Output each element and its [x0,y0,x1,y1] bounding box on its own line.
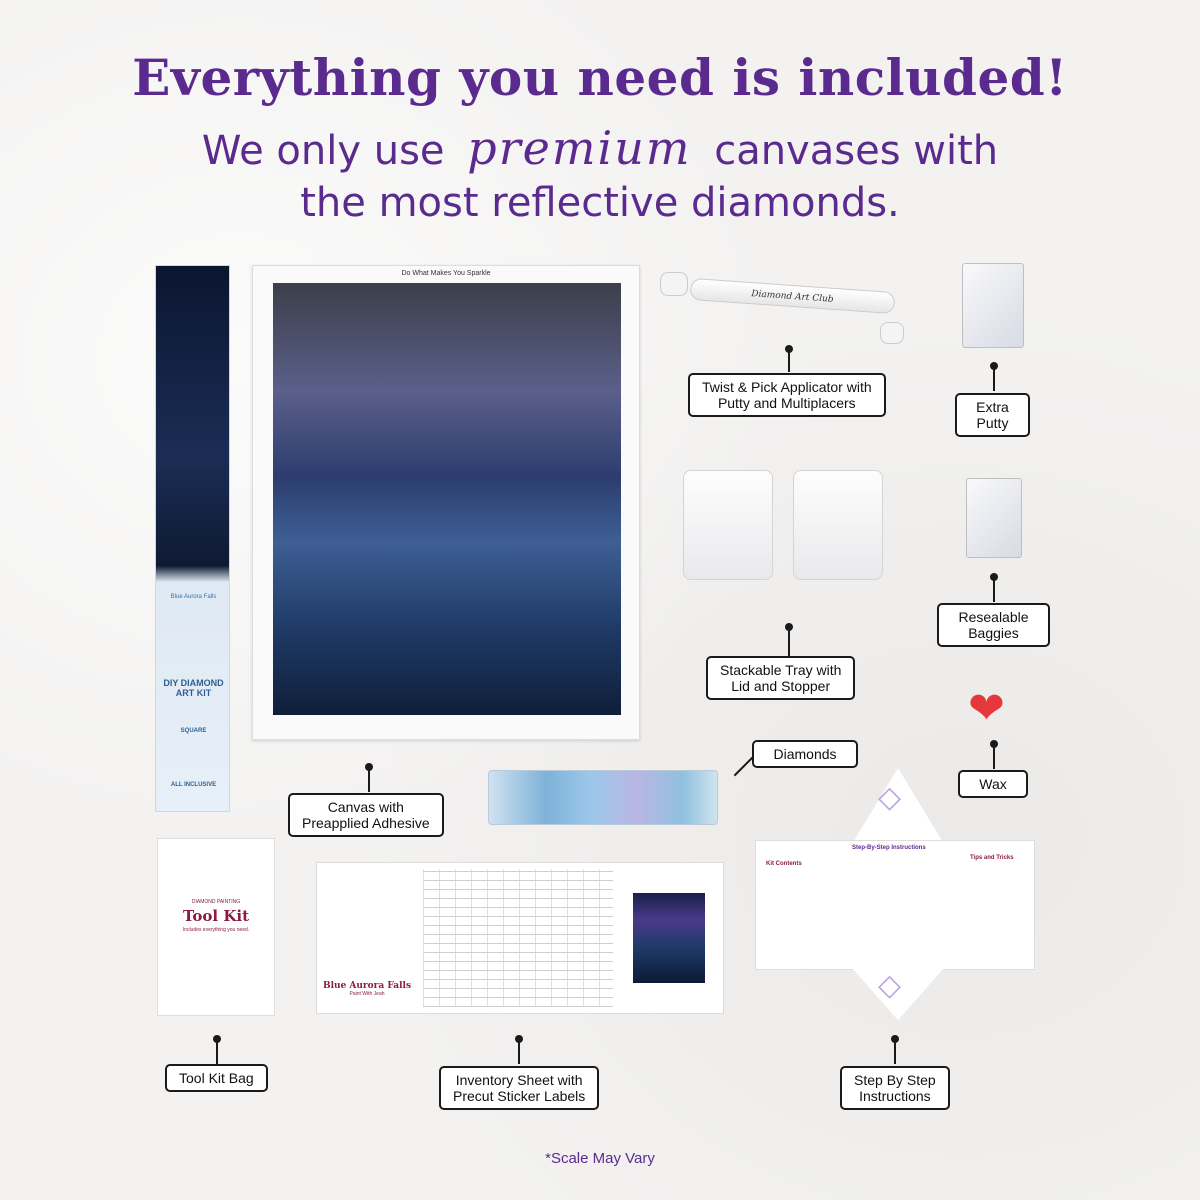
label-canvas-line2: Preapplied Adhesive [302,815,430,831]
label-diamonds-line1: Diamonds [773,746,837,762]
label-applicator-line2: Putty and Multiplacers [717,395,856,411]
canvas-header-tagline: Do What Makes You Sparkle [401,270,491,277]
label-steps: Step By Step Instructions [840,1066,950,1110]
wax-dot [990,740,998,748]
label-extra-putty-line2: Putty [976,415,1009,431]
inventory-stem [518,1040,520,1064]
label-tray-line2: Lid and Stopper [731,678,831,694]
applicator-dot [785,345,793,353]
product-tube: Blue Aurora Falls DIY DIAMOND ART KIT SQ… [155,265,230,812]
diamond-bags [488,770,718,825]
label-wax: Wax [958,770,1028,798]
inventory-dot [515,1035,523,1043]
label-steps-line1: Step By Step [854,1072,936,1088]
putty-dot [990,362,998,370]
applicator-pen: Diamond Art Club [689,277,896,315]
label-diamonds: Diamonds [752,740,858,768]
label-wax-line1: Wax [979,776,1007,792]
resealable-bag-icon [966,478,1022,558]
subheadline: We only use premium canvases with the mo… [0,122,1200,229]
canvas-header: Do What Makes You Sparkle [252,270,640,277]
putty-stem [993,367,995,391]
baggies-stem [993,578,995,602]
diamond-bottom-icon: ◇ [878,969,902,1002]
canvas-artwork [273,283,621,715]
label-applicator: Twist & Pick Applicator with Putty and M… [688,373,886,417]
label-toolkit-line1: Tool Kit Bag [179,1070,254,1086]
tray-base-icon [793,470,883,580]
toolkit-title: Tool Kit [182,907,250,925]
label-canvas: Canvas with Preapplied Adhesive [288,793,444,837]
label-steps-line2: Instructions [859,1088,931,1104]
steps-dot [891,1035,899,1043]
label-inventory: Inventory Sheet with Precut Sticker Labe… [439,1066,600,1110]
tray-lid-icon [683,470,773,580]
label-inventory-line1: Inventory Sheet with [455,1072,583,1088]
subheadline-pre: We only use [201,128,445,174]
label-extra-putty: Extra Putty [955,393,1030,437]
label-inventory-line2: Precut Sticker Labels [453,1088,586,1104]
label-baggies: Resealable Baggies [937,603,1050,647]
label-canvas-line1: Canvas with [327,799,404,815]
steps-tips: Tips and Tricks [970,855,1014,861]
label-baggies-line2: Baggies [968,625,1019,641]
baggies-dot [990,573,998,581]
tray-stem [788,628,790,656]
diamond-top-icon: ◇ [878,781,902,814]
toolkit-stem [216,1040,218,1064]
steps-contents: Kit Contents [766,861,802,867]
inventory-sub: Paint With Jeah [349,991,385,997]
pen-cap-icon [660,272,688,296]
wax-heart-icon: ❤ [968,684,1005,733]
steps-sheet: Step-By-Step Instructions Kit Contents T… [755,840,1035,970]
toolkit-sub: Includes everything you need. [182,927,250,933]
canvas-stem [368,768,370,792]
label-baggies-line1: Resealable [958,609,1029,625]
subheadline-line3: the most reflective diamonds. [300,180,900,226]
inventory-photo [633,893,705,983]
inventory-title: Blue Aurora Falls [322,981,412,991]
toolkit-bag: DIAMOND PAINTING Tool Kit Includes every… [157,838,275,1016]
label-applicator-line1: Twist & Pick Applicator with [702,379,872,395]
label-tray: Stackable Tray with Lid and Stopper [706,656,856,700]
putty-bag-icon [962,263,1024,348]
tray-dot [785,623,793,631]
wax-stem [993,745,995,769]
toolkit-top: DIAMOND PAINTING [191,899,241,905]
label-extra-putty-line1: Extra [976,399,1009,415]
multiplacer-icon [880,322,904,344]
label-tray-line1: Stackable Tray with [720,662,842,678]
tube-kit: DIY DIAMOND ART KIT [163,678,224,698]
tube-inclusive: ALL INCLUSIVE [170,782,217,788]
headline: Everything you need is included! [132,48,1068,107]
tube-title: Blue Aurora Falls [170,594,217,600]
tube-square: SQUARE [180,728,207,734]
inventory-left: Blue Aurora Falls Paint With Jeah [317,863,417,1015]
inventory-grid [423,869,613,1007]
steps-stem [894,1040,896,1064]
scale-note: *Scale May Vary [545,1150,655,1167]
canvas-dot [365,763,373,771]
steps-title: Step-By-Step Instructions [852,845,926,851]
subheadline-premium: premium [467,121,692,175]
subheadline-post: canvases with [714,128,999,174]
applicator-stem [788,350,790,372]
toolkit-dot [213,1035,221,1043]
inventory-sheet: Blue Aurora Falls Paint With Jeah [316,862,724,1014]
label-toolkit: Tool Kit Bag [165,1064,268,1092]
